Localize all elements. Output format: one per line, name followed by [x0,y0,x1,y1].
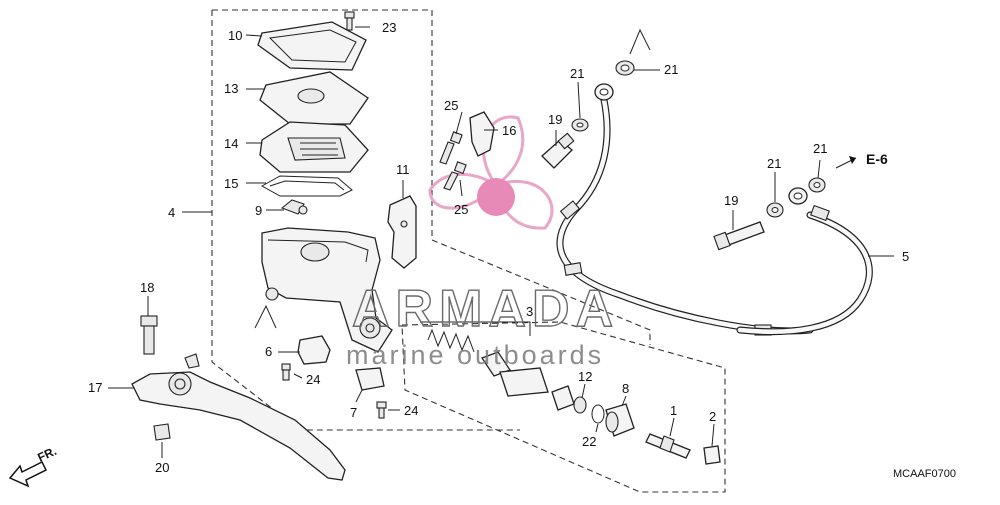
reservoir-plate [259,71,369,125]
pivot-bolt [140,315,158,355]
hose-stopper [469,111,495,157]
clutch-lever [131,353,346,481]
piston [481,351,575,411]
push-rod-cap [703,445,721,465]
callout-2: 2 [709,409,716,424]
clutch-hose-lower [736,187,873,336]
callout-labels: 10 23 13 14 15 9 4 11 18 6 24 17 7 24 20… [88,20,909,475]
callout-3: 3 [526,304,533,319]
switch-screw [281,363,291,381]
callout-6: 6 [265,344,272,359]
switch-holder [355,367,385,391]
callout-25-upper: 25 [444,98,458,113]
switch-bracket [387,195,417,269]
callout-7: 7 [350,405,357,420]
reservoir-diaphragm [259,121,369,173]
callout-19-lower: 19 [724,193,738,208]
cap-screw [344,11,355,31]
bolt-upper [439,131,463,165]
callout-10: 10 [228,28,242,43]
sealing-washer-upper-right [615,60,635,76]
bolt-lower [443,161,467,191]
callout-16: 16 [502,123,516,138]
callout-4: 4 [168,205,175,220]
watermark-brand: ARMADA [352,280,619,338]
front-label: FR. [35,444,58,465]
callout-9: 9 [255,203,262,218]
callout-5: 5 [902,249,909,264]
callout-12: 12 [578,369,592,384]
lever-pivot-nut [153,423,171,441]
clutch-switch [297,335,331,365]
piston-group-outline [401,321,726,493]
piston-spring [427,328,475,353]
callout-8: 8 [622,381,629,396]
callout-17: 17 [88,380,102,395]
callout-21-right: 21 [813,141,827,156]
sealing-washer-mid [766,202,784,218]
callout-24-lower: 24 [404,403,418,418]
callout-13: 13 [224,81,238,96]
float-plate [260,175,353,197]
callout-11: 11 [396,162,410,177]
banjo-bolt-lower [713,221,765,251]
section-reference: E-6 [866,151,888,167]
callout-21-mid: 21 [767,156,781,171]
master-cylinder-body [261,227,393,353]
callout-24-upper: 24 [306,372,320,387]
front-direction-arrow: FR. [8,444,59,488]
callout-22: 22 [582,434,596,449]
piston-boot [605,403,635,437]
clip [280,199,308,215]
diagram-code: MCAAF0700 [893,468,956,480]
master-cylinder-group-outline [211,9,651,431]
reservoir-cap [257,21,367,71]
sealing-washer-upper-left [571,118,589,132]
callout-20: 20 [155,460,169,475]
callout-18: 18 [140,280,154,295]
callout-25-lower: 25 [454,202,468,217]
circlip [591,404,605,424]
callout-21-left: 21 [570,66,584,81]
armada-propeller-logo [428,115,554,230]
callout-19-upper: 19 [548,112,562,127]
push-rod [645,433,691,459]
callout-21-top: 21 [664,62,678,77]
callout-23: 23 [382,20,396,35]
leader-lines [108,26,894,458]
callout-1: 1 [670,403,677,418]
holder-screw [376,401,387,419]
piston-washer [573,396,587,414]
banjo-bolt-upper [541,132,575,169]
sealing-washer-right [808,177,826,193]
callout-14: 14 [224,136,238,151]
callout-15: 15 [224,176,238,191]
watermark-tagline: marine outboards [346,340,604,370]
